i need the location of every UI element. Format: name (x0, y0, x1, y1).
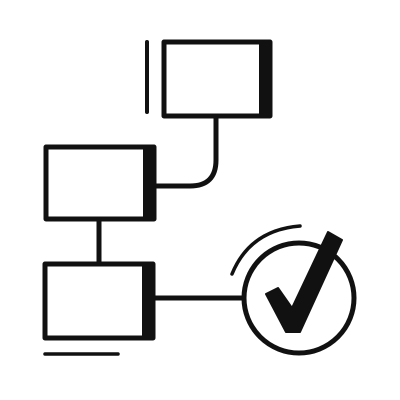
circle-motion-arc (230, 224, 302, 276)
bottom-box (42, 261, 156, 341)
top-box (161, 39, 273, 119)
approved-check-icon (230, 224, 357, 356)
checkmark-icon (265, 231, 343, 333)
middle-box (43, 144, 157, 222)
connector-top-to-middle (151, 113, 219, 189)
